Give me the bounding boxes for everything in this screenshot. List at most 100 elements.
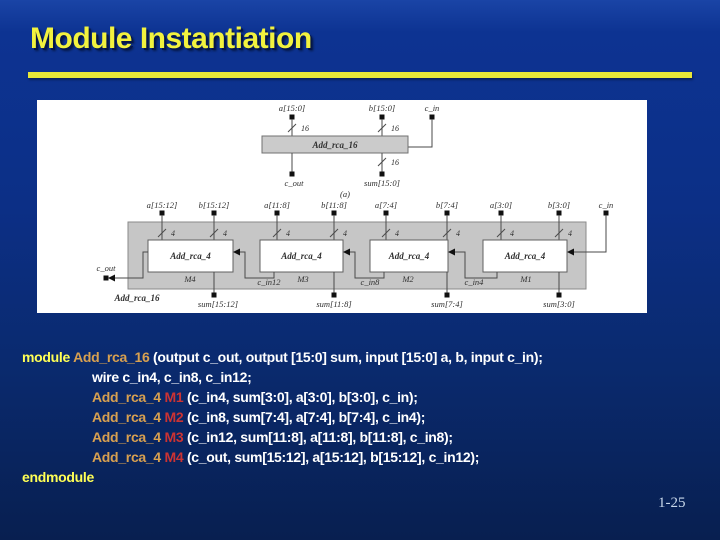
add-rca-16-box-label: Add_rca_16 xyxy=(312,140,359,150)
bus-width-4: 4 xyxy=(223,229,227,238)
instance-label-m1: M1 xyxy=(519,274,531,284)
label-b-7-4: b[7:4] xyxy=(436,200,458,210)
terminal-square xyxy=(429,114,435,120)
keyword-endmodule: endmodule xyxy=(22,469,94,485)
code-line-m4: Add_rca_4 M4 (c_out, sum[15:12], a[15:12… xyxy=(22,447,543,467)
bus-slash xyxy=(377,157,387,167)
label-a-7-4: a[7:4] xyxy=(375,200,397,210)
label-a-3-0: a[3:0] xyxy=(490,200,512,210)
bus-slash xyxy=(329,228,339,238)
code-line-m1: Add_rca_4 M1 (c_in4, sum[3:0], a[3:0], b… xyxy=(22,387,543,407)
terminal-square xyxy=(103,275,109,281)
add-rca-16-box xyxy=(261,135,409,154)
bus-width-16: 16 xyxy=(391,158,399,167)
terminal-square xyxy=(556,210,562,216)
terminal-square xyxy=(331,210,337,216)
arrowhead xyxy=(448,248,455,256)
title-underline xyxy=(28,72,692,78)
bus-width-4: 4 xyxy=(568,229,572,238)
instance-name-m4: M4 xyxy=(164,449,187,465)
instance-name-m3: M3 xyxy=(164,429,187,445)
module-box-m3 xyxy=(259,239,344,273)
label-b-15-0: b[15:0] xyxy=(369,103,395,113)
page-number: 1-25 xyxy=(658,495,686,511)
bus-width-16: 16 xyxy=(391,124,399,133)
module-name: Add_rca_4 xyxy=(92,429,165,445)
bus-slash xyxy=(381,228,391,238)
module-box-label: Add_rca_4 xyxy=(169,251,211,261)
bus-slash xyxy=(209,228,219,238)
wire-c-in12 xyxy=(240,251,275,279)
label-c-in4: c_in4 xyxy=(465,277,485,287)
label-a-15-12: a[15:12] xyxy=(147,200,178,210)
bus-slash xyxy=(496,228,506,238)
terminal-square xyxy=(383,210,389,216)
module-name: Add_rca_4 xyxy=(92,449,165,465)
arrowhead xyxy=(343,248,350,256)
terminal-square xyxy=(556,292,562,298)
terminal-square xyxy=(379,114,385,120)
port-list: (output c_out, output [15:0] sum, input … xyxy=(153,349,543,365)
module-name: Add_rca_4 xyxy=(92,389,165,405)
module-name: Add_rca_16 xyxy=(73,349,154,365)
terminal-square xyxy=(159,210,165,216)
module-box-m4 xyxy=(147,239,234,273)
bus-width-4: 4 xyxy=(510,229,514,238)
wire-c-in4 xyxy=(455,251,498,279)
module-name: Add_rca_4 xyxy=(92,409,165,425)
bus-slash xyxy=(442,228,452,238)
arrowhead xyxy=(567,248,574,256)
instance-label-m2: M2 xyxy=(401,274,414,284)
module-box-label: Add_rca_4 xyxy=(388,251,430,261)
terminal-square xyxy=(289,171,295,177)
label-sum-15-0: sum[15:0] xyxy=(364,178,400,188)
module-box-label: Add_rca_4 xyxy=(280,251,322,261)
bus-width-4: 4 xyxy=(286,229,290,238)
label-c-in12: c_in12 xyxy=(257,277,281,287)
module-box-label: Add_rca_4 xyxy=(504,251,546,261)
terminal-square xyxy=(274,210,280,216)
label-b-15-12: b[15:12] xyxy=(199,200,230,210)
terminal-square xyxy=(379,171,385,177)
label-c-in8: c_in8 xyxy=(361,277,381,287)
terminal-square xyxy=(211,210,217,216)
label-sum-7-4: sum[7:4] xyxy=(431,299,463,309)
code-line-m3: Add_rca_4 M3 (c_in12, sum[11:8], a[11:8]… xyxy=(22,427,543,447)
label-b-3-0: b[3:0] xyxy=(548,200,570,210)
verilog-code: module Add_rca_16 (output c_out, output … xyxy=(22,347,543,487)
label-b-11-8: b[11:8] xyxy=(321,200,347,210)
label-a-11-8: a[11:8] xyxy=(264,200,290,210)
terminal-square xyxy=(289,114,295,120)
label-a-15-0: a[15:0] xyxy=(279,103,305,113)
terminal-square xyxy=(498,210,504,216)
wire-declaration: wire c_in4, c_in8, c_in12; xyxy=(92,369,252,385)
port-connections: (c_in8, sum[7:4], a[7:4], b[7:4], c_in4)… xyxy=(186,409,426,425)
code-line-m2: Add_rca_4 M2 (c_in8, sum[7:4], a[7:4], b… xyxy=(22,407,543,427)
wire-c-in xyxy=(408,119,433,148)
bus-width-4: 4 xyxy=(171,229,175,238)
terminal-square xyxy=(444,292,450,298)
diagram-b: a[15:12] b[15:12] a[11:8] b[11:8] a[7:4]… xyxy=(97,200,614,309)
instance-label-m4: M4 xyxy=(183,274,196,284)
bus-slash xyxy=(554,228,564,238)
module-box-m2 xyxy=(369,239,449,273)
port-connections: (c_in4, sum[3:0], a[3:0], b[3:0], c_in); xyxy=(186,389,418,405)
wire-c-in8 xyxy=(350,251,385,279)
code-line-wire: wire c_in4, c_in8, c_in12; xyxy=(22,367,543,387)
bus-slash xyxy=(272,228,282,238)
bus-width-4: 4 xyxy=(456,229,460,238)
slide-title: Module Instantiation xyxy=(30,22,312,55)
label-c-in: c_in xyxy=(425,103,440,113)
bus-width-4: 4 xyxy=(343,229,347,238)
terminal-square xyxy=(603,210,609,216)
instance-name-m1: M1 xyxy=(164,389,187,405)
wire-c-out xyxy=(115,251,148,279)
label-c-out: c_out xyxy=(285,178,305,188)
label-c-out: c_out xyxy=(97,263,117,273)
arrowhead xyxy=(233,248,240,256)
bus-slash xyxy=(377,123,387,133)
adder-diagram: a[15:0] b[15:0] c_in 16 16 Add_rca_16 16 xyxy=(97,103,614,309)
instance-label-m3: M3 xyxy=(296,274,308,284)
bus-slash xyxy=(287,123,297,133)
terminal-square xyxy=(444,210,450,216)
